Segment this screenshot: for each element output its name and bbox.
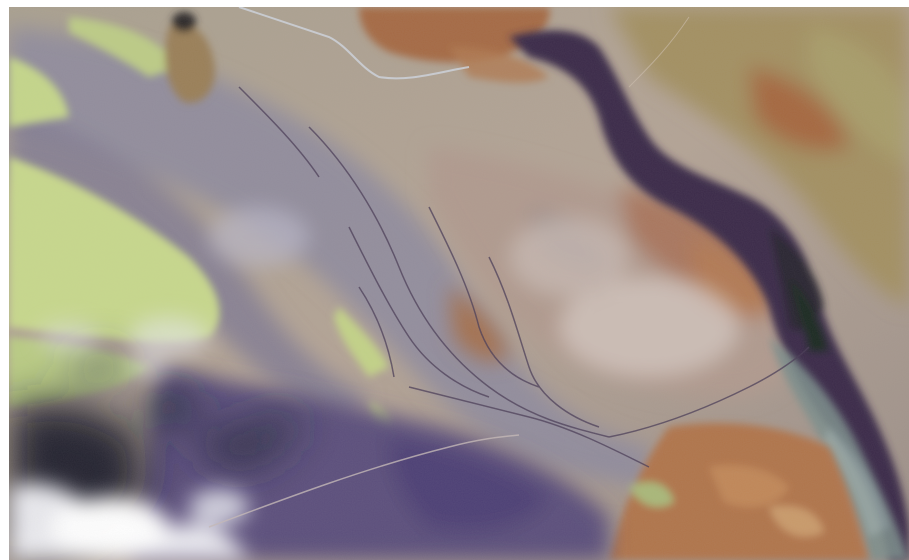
aerial-photo [9, 7, 909, 560]
